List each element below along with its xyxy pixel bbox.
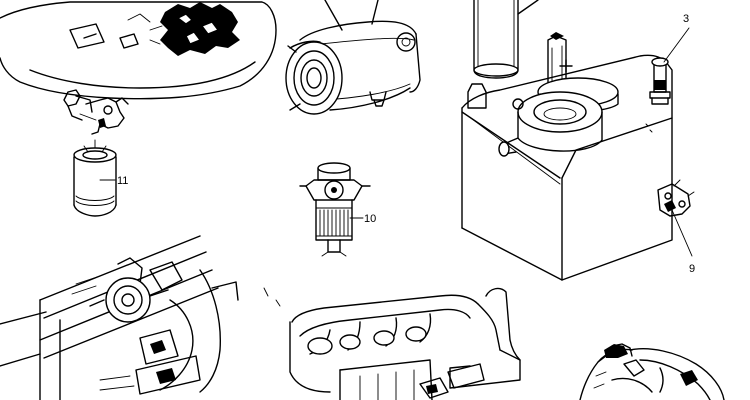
callout-label-10: 10 (364, 213, 376, 225)
callout-label-11: 11 (117, 175, 128, 187)
callout-label-3: 3 (683, 13, 689, 25)
engine-block-bottom-center (289, 287, 521, 400)
engine-assembly-top-left (0, 1, 277, 100)
leader-lines (99, 27, 693, 307)
callout-label-9: 9 (689, 263, 695, 275)
pump-assembly-bottom-right (579, 343, 725, 400)
air-cleaner (285, 0, 421, 115)
filter-head-with-banjo (63, 89, 129, 135)
fuel-tank (461, 0, 695, 281)
oil-filter-cartridge (73, 139, 117, 217)
engine-assembly-bottom-left (0, 235, 239, 400)
fuel-strainer (299, 162, 371, 257)
